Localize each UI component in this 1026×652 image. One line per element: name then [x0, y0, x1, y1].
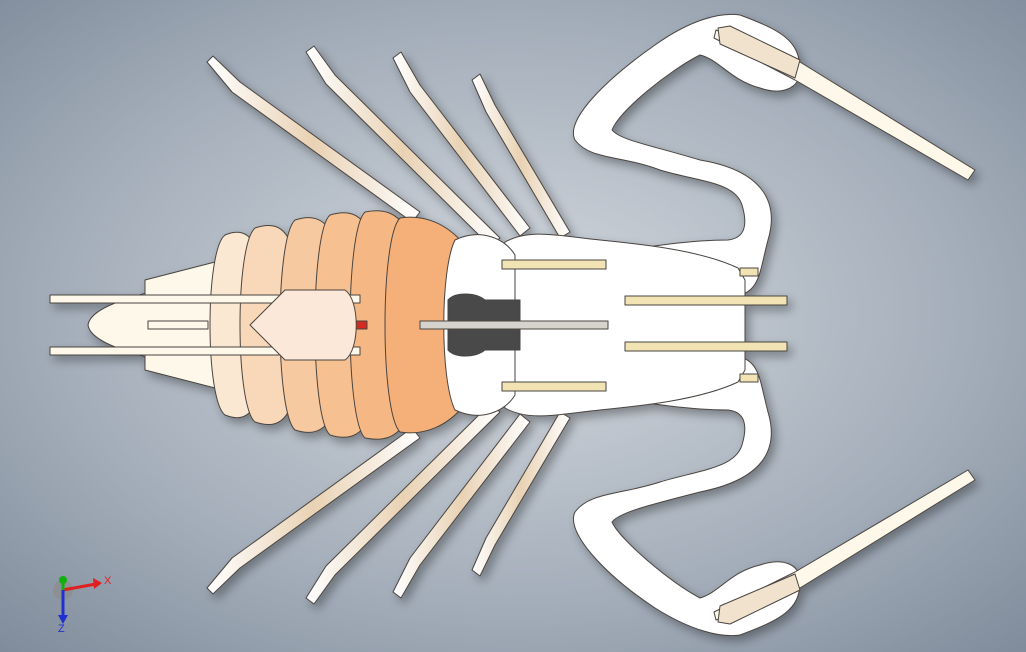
- spine-rod-front[interactable]: [419, 320, 609, 330]
- leg-bottom-1[interactable]: [206, 427, 421, 595]
- lower-claw-arm[interactable]: [573, 351, 801, 637]
- antenna-rod-lower[interactable]: [624, 341, 788, 352]
- leg-top-3[interactable]: [392, 51, 531, 237]
- lower-pincer-plate[interactable]: [717, 573, 801, 625]
- z-axis-arrow-icon: [58, 615, 68, 624]
- leg-bottom-4[interactable]: [471, 411, 571, 577]
- leg-bottom-2[interactable]: [305, 403, 501, 605]
- leg-bottom-3[interactable]: [392, 413, 531, 599]
- carapace-rod-upper[interactable]: [501, 259, 607, 270]
- antenna-stub-lower[interactable]: [739, 373, 759, 383]
- x-axis-icon: [62, 582, 97, 592]
- y-axis-tip-icon: [59, 576, 67, 584]
- carapace-rod-lower[interactable]: [501, 381, 607, 392]
- tail-inner-plate[interactable]: [249, 289, 357, 361]
- spine-rod-upper[interactable]: [49, 294, 361, 304]
- leg-top-2[interactable]: [305, 45, 501, 247]
- coordinate-triad: X Z: [50, 572, 120, 636]
- upper-pincer-plate[interactable]: [717, 25, 801, 79]
- triad-z-label: Z: [58, 623, 65, 635]
- leg-top-1[interactable]: [206, 55, 421, 223]
- antenna-rod-upper[interactable]: [624, 295, 788, 306]
- triad-x-label: X: [104, 575, 112, 587]
- spine-rod-center[interactable]: [147, 320, 209, 330]
- antenna-stub-upper[interactable]: [739, 267, 759, 277]
- leg-top-4[interactable]: [471, 73, 571, 239]
- x-axis-arrow-icon: [93, 578, 102, 589]
- upper-claw-arm[interactable]: [573, 13, 801, 301]
- spine-rod-lower[interactable]: [49, 346, 361, 356]
